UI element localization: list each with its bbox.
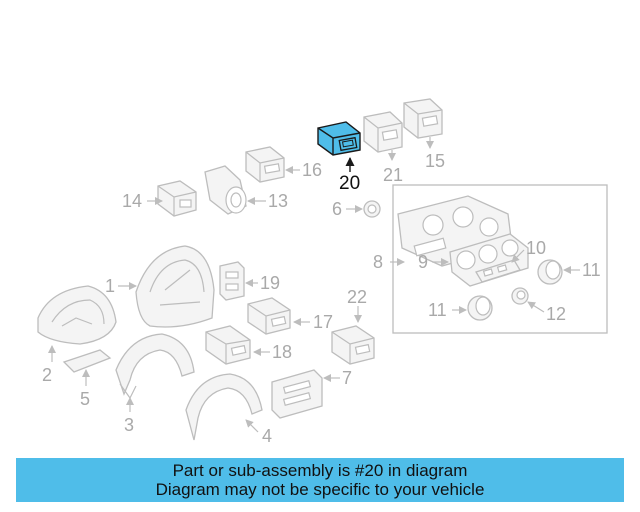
label-2: 2 bbox=[42, 365, 52, 385]
label-14: 14 bbox=[122, 191, 142, 211]
label-20: 20 bbox=[339, 173, 360, 194]
label-3: 3 bbox=[124, 415, 134, 435]
label-9: 9 bbox=[418, 252, 428, 272]
label-11-lower: 11 bbox=[428, 300, 447, 320]
label-13: 13 bbox=[268, 191, 288, 211]
label-17: 17 bbox=[313, 312, 333, 332]
exploded-parts-diagram: 15 21 20 16 13 14 bbox=[37, 98, 608, 446]
part-10-insert[interactable] bbox=[475, 249, 525, 283]
label-1: 1 bbox=[105, 276, 115, 296]
part-14-switch[interactable] bbox=[147, 180, 197, 217]
part-12-knob[interactable] bbox=[511, 287, 545, 313]
part-16-switch[interactable] bbox=[245, 146, 300, 183]
label-16: 16 bbox=[302, 160, 322, 180]
label-4: 4 bbox=[262, 426, 272, 446]
part-11-knob-lower[interactable] bbox=[452, 295, 493, 321]
part-1-instrument-cluster[interactable] bbox=[118, 245, 215, 328]
label-8: 8 bbox=[373, 252, 383, 272]
part-2-cluster-housing[interactable] bbox=[37, 285, 117, 362]
label-11-right: 11 bbox=[582, 260, 601, 280]
control-panel-group-box bbox=[392, 184, 608, 334]
part-17-switch[interactable] bbox=[247, 297, 310, 335]
part-21-switch[interactable] bbox=[363, 111, 403, 161]
part-13-rotary-switch[interactable] bbox=[204, 165, 266, 215]
part-15-switch[interactable] bbox=[403, 98, 443, 149]
banner-line-part-info: Part or sub-assembly is #20 in diagram bbox=[172, 461, 468, 480]
part-5-panel[interactable] bbox=[62, 349, 112, 386]
label-5: 5 bbox=[80, 389, 90, 409]
part-6-screw[interactable] bbox=[346, 200, 381, 218]
label-7: 7 bbox=[342, 368, 352, 388]
label-12: 12 bbox=[546, 304, 566, 324]
banner-line-disclaimer: Diagram may not be specific to your vehi… bbox=[155, 480, 485, 499]
label-15: 15 bbox=[425, 151, 445, 171]
part-22-switch[interactable] bbox=[331, 306, 375, 365]
part-11-knob-right[interactable] bbox=[537, 259, 580, 285]
part-19-switch[interactable] bbox=[219, 261, 258, 301]
diagram-notice-banner: Part or sub-assembly is #20 in diagram D… bbox=[16, 458, 624, 502]
label-10: 10 bbox=[526, 238, 546, 258]
label-18: 18 bbox=[272, 342, 292, 362]
part-4-bezel[interactable] bbox=[185, 373, 263, 441]
part-20-switch-highlighted[interactable] bbox=[317, 121, 361, 172]
part-3-hood-trim[interactable] bbox=[115, 333, 195, 412]
label-21: 21 bbox=[383, 165, 403, 185]
label-6: 6 bbox=[332, 199, 342, 219]
part-18-switch[interactable] bbox=[205, 325, 270, 365]
label-22: 22 bbox=[347, 287, 367, 307]
label-19: 19 bbox=[260, 273, 280, 293]
part-7-switch-panel[interactable] bbox=[271, 369, 340, 419]
